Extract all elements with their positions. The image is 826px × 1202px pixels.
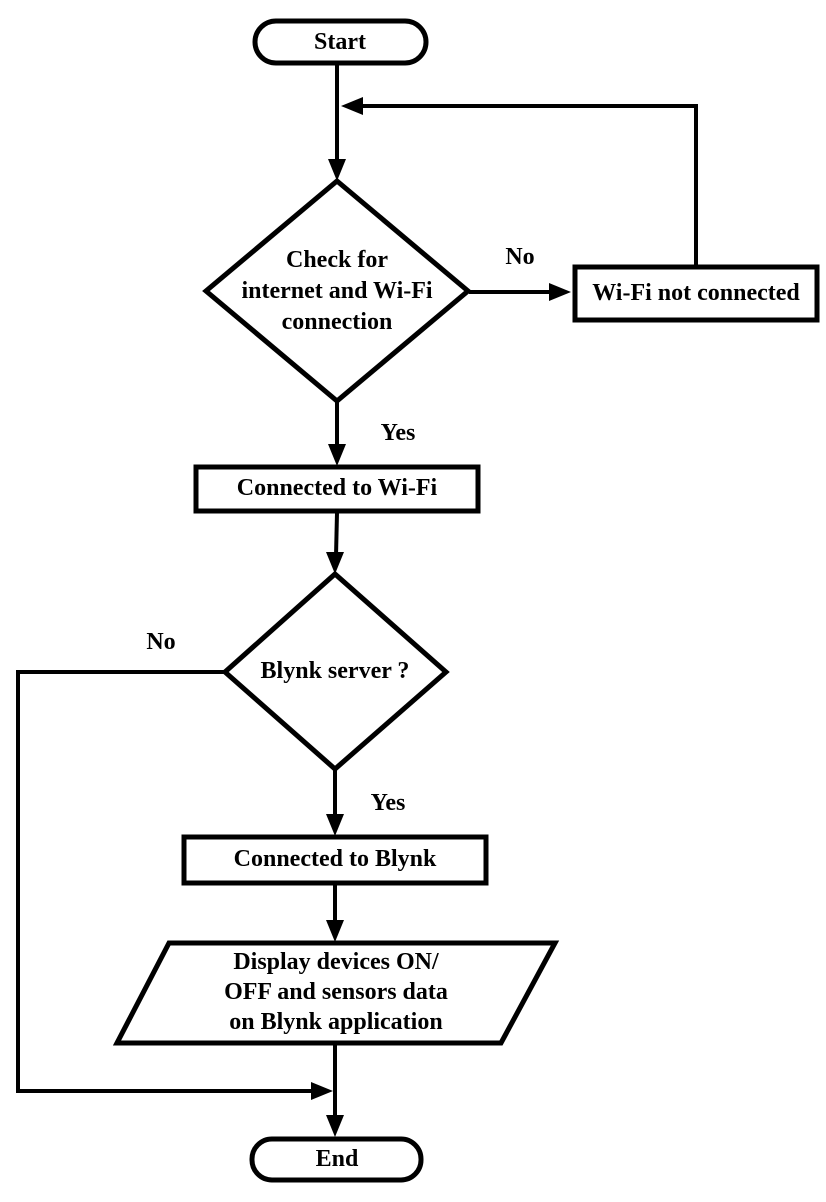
arrowhead-into-check-wifi	[328, 159, 346, 181]
edge-wifi-not-connected-loopback	[360, 104, 698, 267]
arrowhead-into-connected-wifi	[328, 444, 346, 466]
arrowhead-into-wifi-not-connected	[549, 283, 571, 301]
edge-blynk-no-loop	[16, 670, 316, 1093]
arrowhead-into-connected-blynk	[326, 814, 344, 836]
node-label-check-wifi: Check for internet and Wi-Fi connection	[241, 246, 433, 335]
connected-wifi-process-shape	[193, 464, 481, 514]
arrowhead-into-display	[326, 920, 344, 942]
node-label-blynk-server: Blynk server ?	[260, 658, 410, 684]
arrowhead-loopback-into-main-line	[341, 97, 363, 115]
arrowhead-no-loop-into-main-line	[311, 1082, 333, 1100]
connected-blynk-process-shape	[181, 834, 489, 886]
blynk-server-decision-shape	[221, 570, 450, 773]
arrowhead-into-end	[326, 1115, 344, 1137]
edge-label-check-wifi-yes: Yes	[380, 420, 416, 446]
edge-label-blynk-no: No	[146, 629, 176, 655]
end-terminator-shape	[249, 1136, 424, 1183]
check-wifi-decision-shape	[202, 177, 472, 405]
node-label-start: Start	[314, 29, 366, 55]
start-terminator-shape	[252, 18, 429, 66]
edge-label-check-wifi-no: No	[505, 244, 535, 270]
node-label-wifi-not-connected: Wi-Fi not connected	[592, 279, 800, 306]
node-label-end: End	[315, 1146, 359, 1172]
edge-connected-wifi-to-blynk-decision	[334, 512, 339, 557]
edge-label-blynk-yes: Yes	[370, 790, 406, 816]
display-data-io-shape	[112, 940, 560, 1046]
arrowhead-into-blynk-decision	[326, 552, 344, 574]
node-label-connected-blynk: Connected to Blynk	[233, 846, 437, 872]
node-label-connected-wifi: Connected to Wi-Fi	[236, 475, 438, 501]
node-label-display-data: Display devices ON/ OFF and sensors data…	[224, 949, 448, 1035]
wifi-not-connected-process-shape	[572, 264, 820, 323]
